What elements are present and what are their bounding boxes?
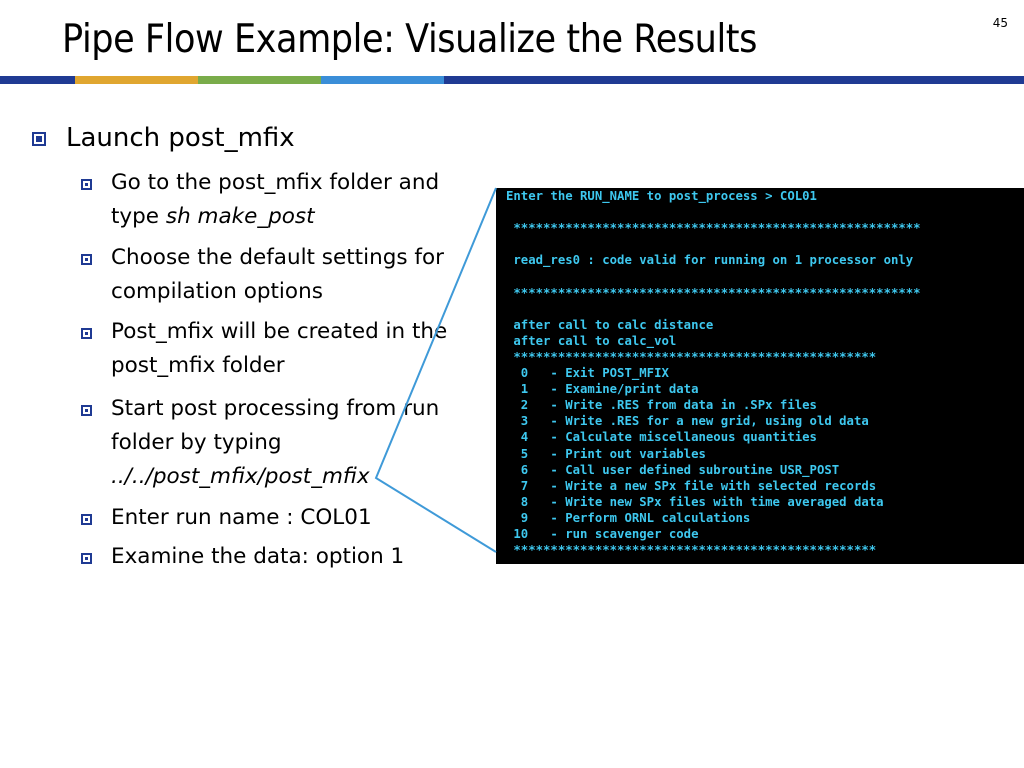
- sub-bullet-line: Examine the data: option 1: [111, 544, 405, 569]
- terminal-line: ****************************************…: [506, 349, 877, 364]
- terminal-line: ****************************************…: [506, 543, 877, 558]
- terminal-screenshot: Enter the RUN_NAME to post_process > COL…: [496, 188, 1024, 564]
- sub-bullet-line: post_mfix folder: [111, 353, 285, 378]
- band-gold: [75, 76, 198, 84]
- slide-title: Pipe Flow Example: Visualize the Results: [62, 17, 757, 62]
- terminal-line: 2 - Write .RES from data in .SPx files: [506, 398, 817, 413]
- sub-bullet-enter-run-name: Enter run name : COL01: [111, 501, 481, 535]
- terminal-line: 5 - Print out variables: [506, 446, 706, 461]
- terminal-line: 8 - Write new SPx files with time averag…: [506, 494, 884, 509]
- sub-bullet-line: compilation options: [111, 279, 323, 304]
- sub-bullet-square-icon: [81, 553, 92, 564]
- bullet-list: Launch post_mfix Go to the post_mfix fol…: [0, 0, 500, 768]
- terminal-line: 3 - Write .RES for a new grid, using old…: [506, 414, 869, 429]
- sub-bullet-goto-folder: Go to the post_mfix folder and type sh m…: [111, 166, 481, 234]
- terminal-line: 1 - Examine/print data: [506, 382, 699, 397]
- sub-bullet-created: Post_mfix will be created in the post_mf…: [111, 315, 481, 383]
- terminal-line: 7 - Write a new SPx file with selected r…: [506, 478, 877, 493]
- bullet-launch-post-mfix: Launch post_mfix: [66, 123, 295, 153]
- terminal-line: 0 - Exit POST_MFIX: [506, 366, 669, 381]
- terminal-line: Enter the RUN_NAME to post_process > COL…: [506, 189, 817, 203]
- terminal-line: ****************************************…: [506, 221, 921, 236]
- terminal-line: 4 - Calculate miscellaneous quantities: [506, 430, 817, 445]
- band-blue: [321, 76, 444, 84]
- sub-bullet-line: Enter run name : COL01: [111, 505, 372, 530]
- band-navy: [0, 76, 1024, 84]
- sub-bullet-line: type sh make_post: [111, 200, 481, 234]
- sub-bullet-line: folder by typing: [111, 430, 282, 455]
- sub-bullet-start-post-processing: Start post processing from run folder by…: [111, 392, 481, 494]
- terminal-line: 10 - run scavenger code: [506, 526, 699, 541]
- sub-bullet-text: type: [111, 204, 166, 229]
- page-number: 45: [992, 16, 1008, 30]
- sub-bullet-line: Go to the post_mfix folder and: [111, 170, 440, 195]
- terminal-line: after call to calc distance: [506, 317, 714, 332]
- sub-bullet-line: Start post processing from run: [111, 396, 440, 421]
- header-color-band: [0, 76, 1024, 84]
- sub-bullet-square-icon: [81, 328, 92, 339]
- bullet-square-icon: [32, 132, 46, 146]
- command-post-mfix-path: ../../post_mfix/post_mfix: [111, 464, 370, 489]
- terminal-line: ****************************************…: [506, 285, 921, 300]
- sub-bullet-square-icon: [81, 405, 92, 416]
- terminal-line: after call to calc_vol: [506, 333, 677, 348]
- sub-bullet-default-settings: Choose the default settings for compilat…: [111, 241, 481, 309]
- terminal-output: Enter the RUN_NAME to post_process > COL…: [506, 188, 921, 558]
- terminal-line: 9 - Perform ORNL calculations: [506, 510, 751, 525]
- terminal-line: read_res0 : code valid for running on 1 …: [506, 253, 914, 268]
- sub-bullet-square-icon: [81, 179, 92, 190]
- terminal-line: 6 - Call user defined subroutine USR_POS…: [506, 462, 840, 477]
- sub-bullet-examine-data: Examine the data: option 1: [111, 540, 481, 574]
- command-make-post: sh make_post: [165, 204, 315, 229]
- band-green: [198, 76, 321, 84]
- sub-bullet-square-icon: [81, 254, 92, 265]
- sub-bullet-line: Choose the default settings for: [111, 245, 444, 270]
- sub-bullet-square-icon: [81, 514, 92, 525]
- sub-bullet-line: Post_mfix will be created in the: [111, 319, 448, 344]
